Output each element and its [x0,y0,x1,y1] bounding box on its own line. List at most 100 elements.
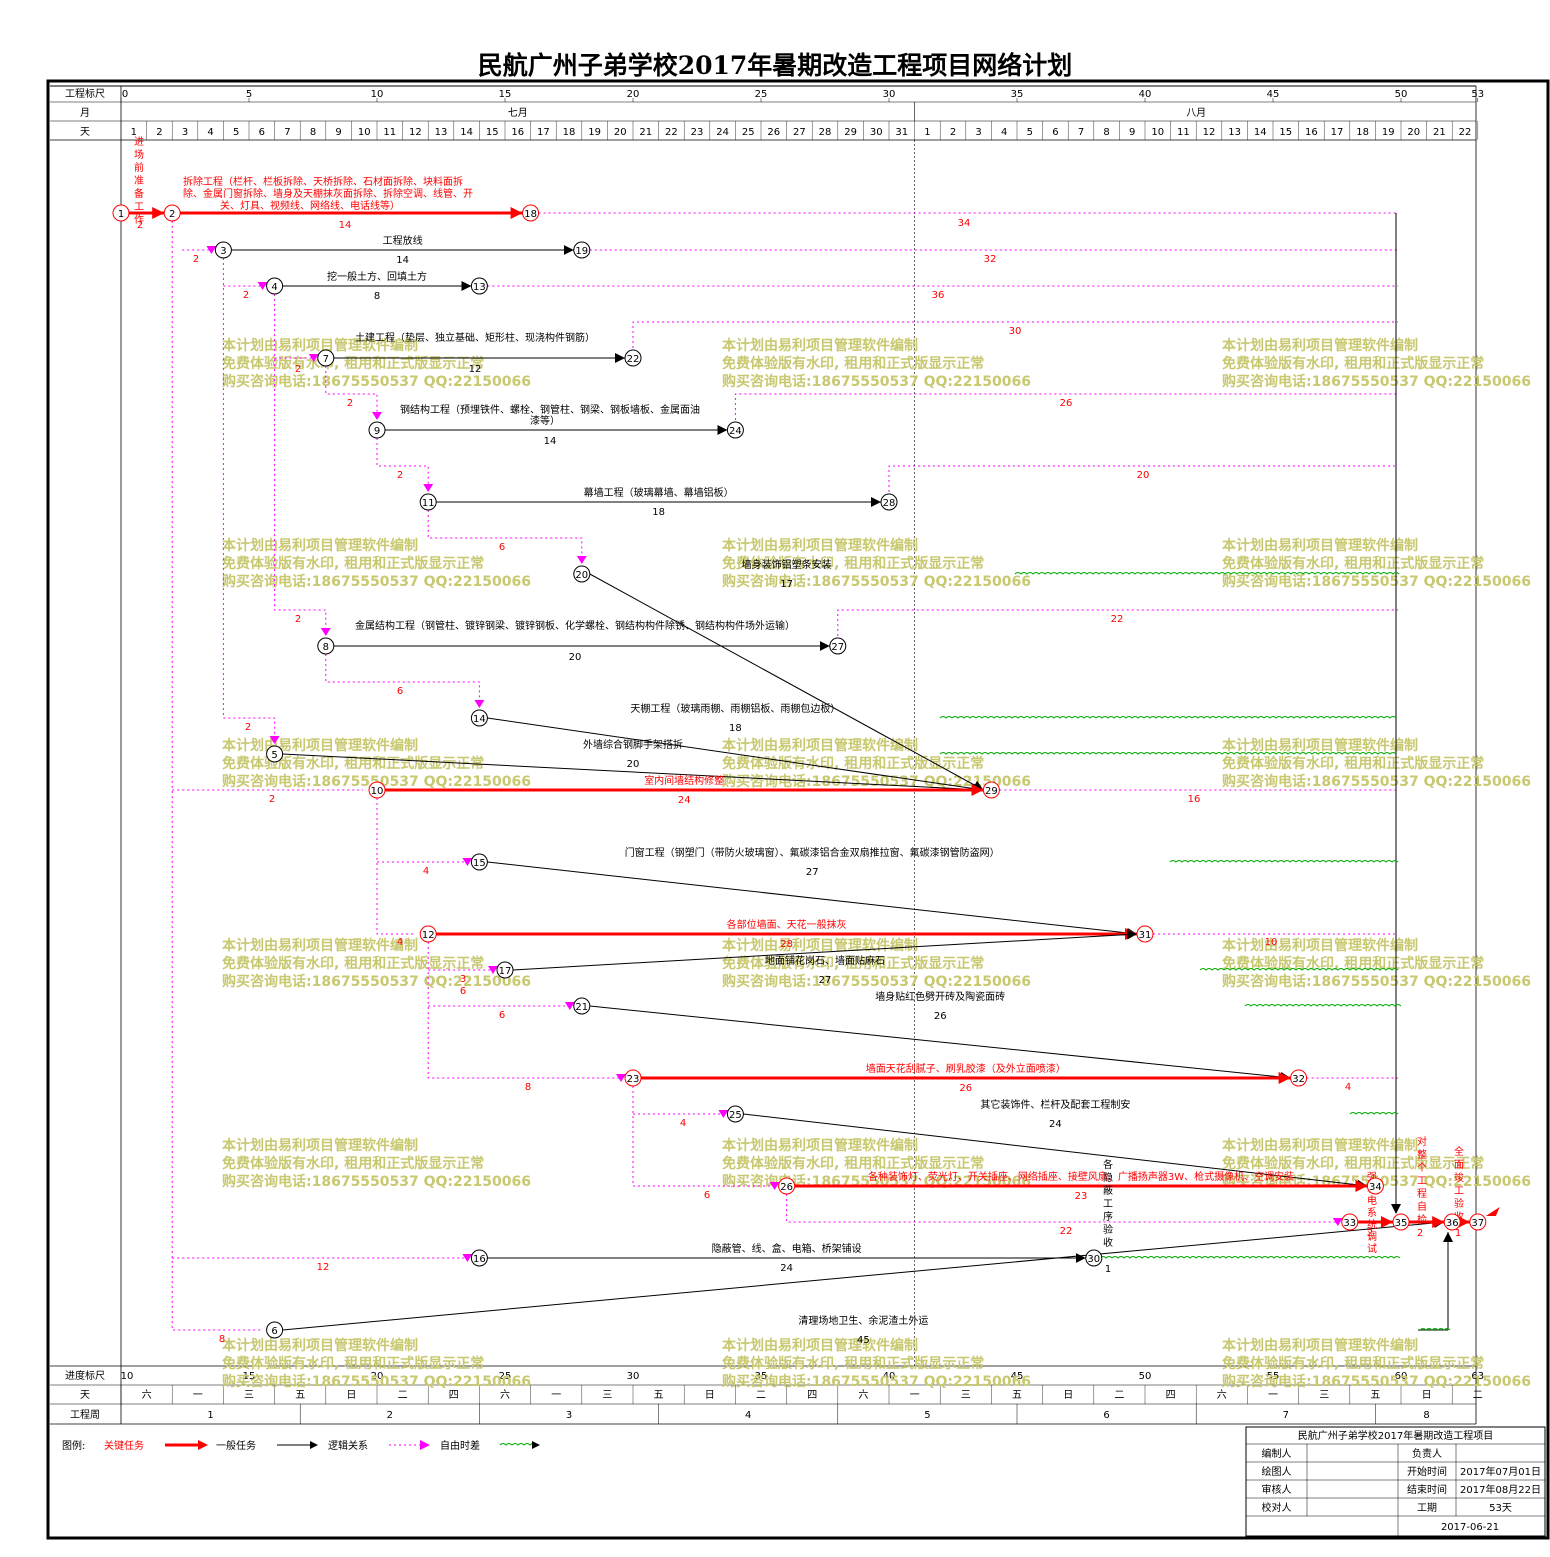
watermark-text: 免费体验版有水印, 租用和正式版显示正常 [722,1355,984,1372]
node-20: 20 [573,565,591,583]
logic-link [837,609,1398,636]
logic-arrowhead [206,246,217,254]
node-number: 26 [780,1182,793,1193]
node-14: 14 [470,709,488,727]
task-name: 门窗工程（钢塑门（带防火玻璃窗）、氟碳漆铝合金双扇推拉窗、氟碳漆钢管防盗网） [625,846,1000,859]
float-label: 30 [1009,326,1022,337]
task-name: 清理场地卫生、余泥渣土外运 [798,1314,928,1327]
task-name: 其它装饰件、栏杆及配套工程制安 [980,1098,1130,1111]
node-2: 2 [163,204,181,222]
week-label: 5 [924,1410,930,1421]
day-number: 14 [460,127,473,138]
node-circle [573,997,591,1015]
day-number: 10 [358,127,371,138]
node-number: 31 [1139,930,1152,941]
task-duration: 1 [1455,1228,1461,1239]
weekday-label: 五 [295,1390,305,1401]
node-number: 33 [1343,1218,1356,1229]
task-arrow [512,929,1138,971]
task-arrow [589,573,984,791]
node-8: 8 [317,637,335,655]
watermark-text: 免费体验版有水印, 租用和正式版显示正常 [222,1355,484,1372]
day-number: 16 [511,127,524,138]
node-circle [1392,1213,1410,1231]
logic-arrowhead [576,556,587,564]
node-number: 16 [473,1254,486,1265]
logic-link [632,321,1398,348]
info-label: 结束时间 [1407,1483,1447,1496]
watermark-text: 购买咨询电话:18675550537 QQ:22150066 [222,573,531,590]
logic-arrowhead [320,628,331,636]
logic-link [376,438,429,488]
day-number: 9 [1129,127,1135,138]
watermark-text: 本计划由易利项目管理软件编制 [722,737,918,754]
day-number: 21 [1433,127,1446,138]
node-16: 16 [470,1249,488,1267]
progress-tick: 30 [627,1371,640,1382]
float-label: 22 [1060,1226,1073,1237]
float-label: 2 [347,398,353,409]
task-name: 天棚工程（玻璃雨棚、雨棚铝板、雨棚包边板） [630,702,840,715]
logic-link [632,1086,773,1187]
month-august: 八月 [1186,107,1206,119]
day-number: 23 [691,127,704,138]
task-name-char: 检 [1417,1213,1427,1226]
task-duration: 2 [137,220,143,231]
weekday-label: 五 [1012,1390,1022,1401]
info-project-name: 民航广州子弟学校2017年暑期改造工程项目 [1298,1429,1493,1442]
node-28: 28 [880,493,898,511]
task-arrow [743,1113,1368,1190]
watermark-text: 免费体验版有水印, 租用和正式版显示正常 [1222,755,1484,772]
day-number: 14 [1254,127,1267,138]
node-9: 9 [368,421,386,439]
task-name: 拆除工程（栏杆、栏板拆除、天桥拆除、石材面拆除、块料面拆 [183,175,463,188]
scale-tick: 40 [1139,89,1152,100]
day-number: 18 [1356,127,1369,138]
day-number: 2 [950,127,956,138]
collector-arrowhead [1443,1232,1453,1242]
logic-link [734,393,1398,420]
weekday-label: 六 [858,1389,868,1401]
float-label: 10 [1265,937,1278,948]
node-circle [266,745,284,763]
legend-critical-label: 关键任务 [104,1439,144,1452]
info-value: 2017年07月01日 [1460,1465,1541,1478]
task-name-char: 统 [1367,1218,1377,1231]
day-number: 3 [975,127,981,138]
watermark-text: 本计划由易利项目管理软件编制 [1222,337,1418,354]
day-number: 6 [259,127,265,138]
task-name-char: 竣 [1454,1171,1464,1184]
logic-arrowhead [718,1110,729,1118]
node-circle [470,277,488,295]
watermark-text: 免费体验版有水印, 租用和正式版显示正常 [1222,555,1484,572]
task-name: 幕墙工程（玻璃幕墙、幕墙铝板） [584,486,734,499]
watermark-text: 购买咨询电话:18675550537 QQ:22150066 [722,973,1031,990]
day-number: 15 [486,127,499,138]
node-number: 25 [729,1110,742,1121]
float-label: 6 [397,686,403,697]
task-name-char: 全 [1454,1145,1464,1158]
watermark-text: 购买咨询电话:18675550537 QQ:22150066 [722,573,1031,590]
node-number: 30 [1087,1254,1100,1265]
node-circle [470,1249,488,1267]
task-name: 工程放线 [383,234,423,247]
weekday-label: 四 [1166,1390,1176,1401]
node-circle [470,853,488,871]
float-label: 34 [958,218,971,229]
progress-tick: 40 [883,1371,896,1382]
node-23: 23 [624,1069,642,1087]
task-name-char: 工 [134,202,144,213]
float-label: 16 [1188,794,1201,805]
node-5: 5 [266,745,284,763]
month-july: 七月 [508,107,528,119]
task-name-char: 整 [1417,1148,1427,1161]
node-circle [1341,1213,1359,1231]
task-name: 墙身贴红色劈开砖及陶瓷面砖 [875,990,1005,1003]
task-name-char: 工 [1417,1176,1427,1187]
node-circle [419,925,437,943]
task-arrow [282,1217,1445,1331]
logic-arrowhead [462,858,473,866]
node-number: 17 [499,966,512,977]
node-24: 24 [726,421,744,439]
finish-flag [1485,1207,1500,1216]
